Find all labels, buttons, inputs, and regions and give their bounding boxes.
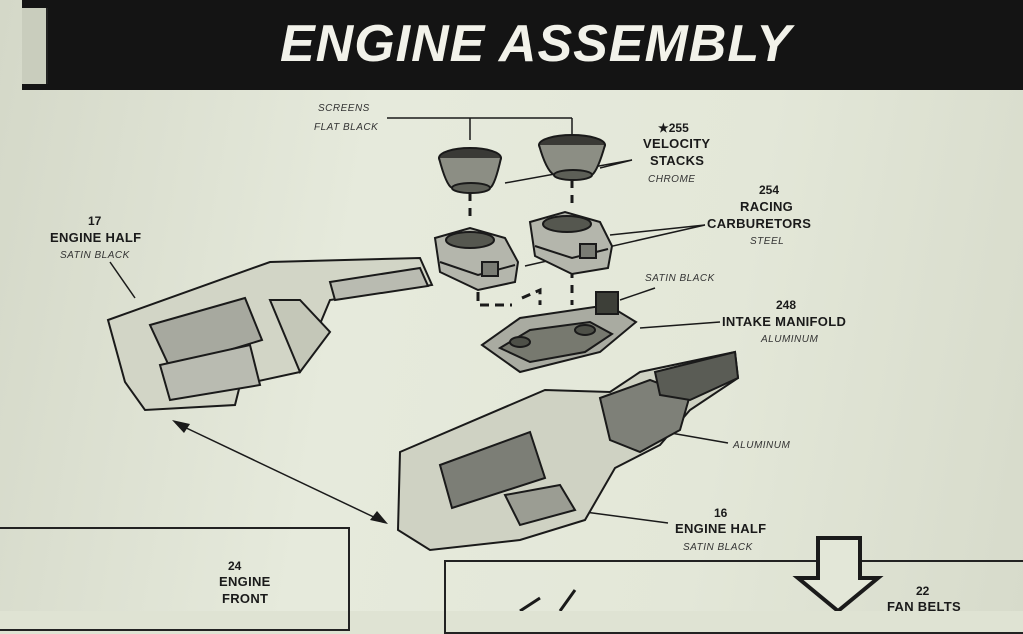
aluminum-leader bbox=[664, 431, 729, 444]
engine-half-17-name: ENGINE HALF bbox=[50, 230, 142, 245]
arrowhead-bottom bbox=[370, 511, 388, 524]
velocity-name-2: STACKS bbox=[650, 153, 705, 168]
carb-name-1: RACING bbox=[740, 199, 794, 214]
engine-half-16-finish: SATIN BLACK bbox=[683, 542, 753, 553]
screens-label: SCREENS bbox=[318, 103, 370, 114]
engine-half-17 bbox=[106, 256, 434, 412]
manifold-paint-label: SATIN BLACK bbox=[645, 273, 715, 284]
satin-black-leader bbox=[619, 287, 656, 301]
engine-half-17-finish: SATIN BLACK bbox=[60, 250, 130, 261]
screens-finish: FLAT BLACK bbox=[314, 122, 379, 133]
engine-half-16-name: ENGINE HALF bbox=[675, 521, 767, 536]
carburetor-right bbox=[528, 210, 614, 276]
mating-arrow bbox=[179, 424, 381, 521]
velocity-name-1: VELOCITY bbox=[643, 136, 711, 151]
exploded-diagram bbox=[106, 117, 740, 552]
down-arrow-icon bbox=[519, 536, 884, 611]
alignment-dashes bbox=[468, 180, 574, 305]
manifold-finish: ALUMINUM bbox=[761, 334, 819, 345]
engine-half-16-leader bbox=[584, 511, 669, 524]
page-tab bbox=[22, 8, 48, 84]
carburetor-left bbox=[433, 226, 520, 292]
intake-manifold bbox=[480, 291, 638, 374]
header-banner: ENGINE ASSEMBLY bbox=[22, 0, 1023, 90]
carb-number: 254 bbox=[759, 183, 780, 197]
velocity-finish: CHROME bbox=[648, 174, 696, 185]
screens-leader bbox=[387, 117, 573, 140]
engine-half-16-number: 16 bbox=[714, 506, 728, 520]
velocity-stack-left bbox=[438, 147, 502, 194]
manifold-name: INTAKE MANIFOLD bbox=[722, 314, 847, 329]
carb-name-2: CARBURETORS bbox=[707, 216, 812, 231]
engine-half-17-number: 17 bbox=[88, 214, 102, 228]
aluminum-label: ALUMINUM bbox=[733, 440, 791, 451]
engine-front-name-1: ENGINE bbox=[219, 574, 271, 589]
manifold-leader bbox=[639, 321, 721, 329]
carb-finish: STEEL bbox=[750, 236, 785, 247]
engine-half-16 bbox=[396, 350, 740, 552]
velocity-stack-right bbox=[538, 134, 606, 181]
page-title: ENGINE ASSEMBLY bbox=[280, 15, 792, 73]
fan-belts-number: 22 bbox=[916, 584, 930, 598]
fan-belts-name: FAN BELTS bbox=[887, 599, 961, 614]
engine-half-17-leader bbox=[109, 261, 136, 299]
manifold-number: 248 bbox=[776, 298, 797, 312]
alignment-dashes-2 bbox=[476, 287, 542, 307]
engine-front-number: 24 bbox=[228, 559, 242, 573]
engine-front-name-2: FRONT bbox=[222, 591, 269, 606]
velocity-number: ★255 bbox=[658, 121, 689, 135]
arrowhead-top bbox=[172, 420, 190, 433]
